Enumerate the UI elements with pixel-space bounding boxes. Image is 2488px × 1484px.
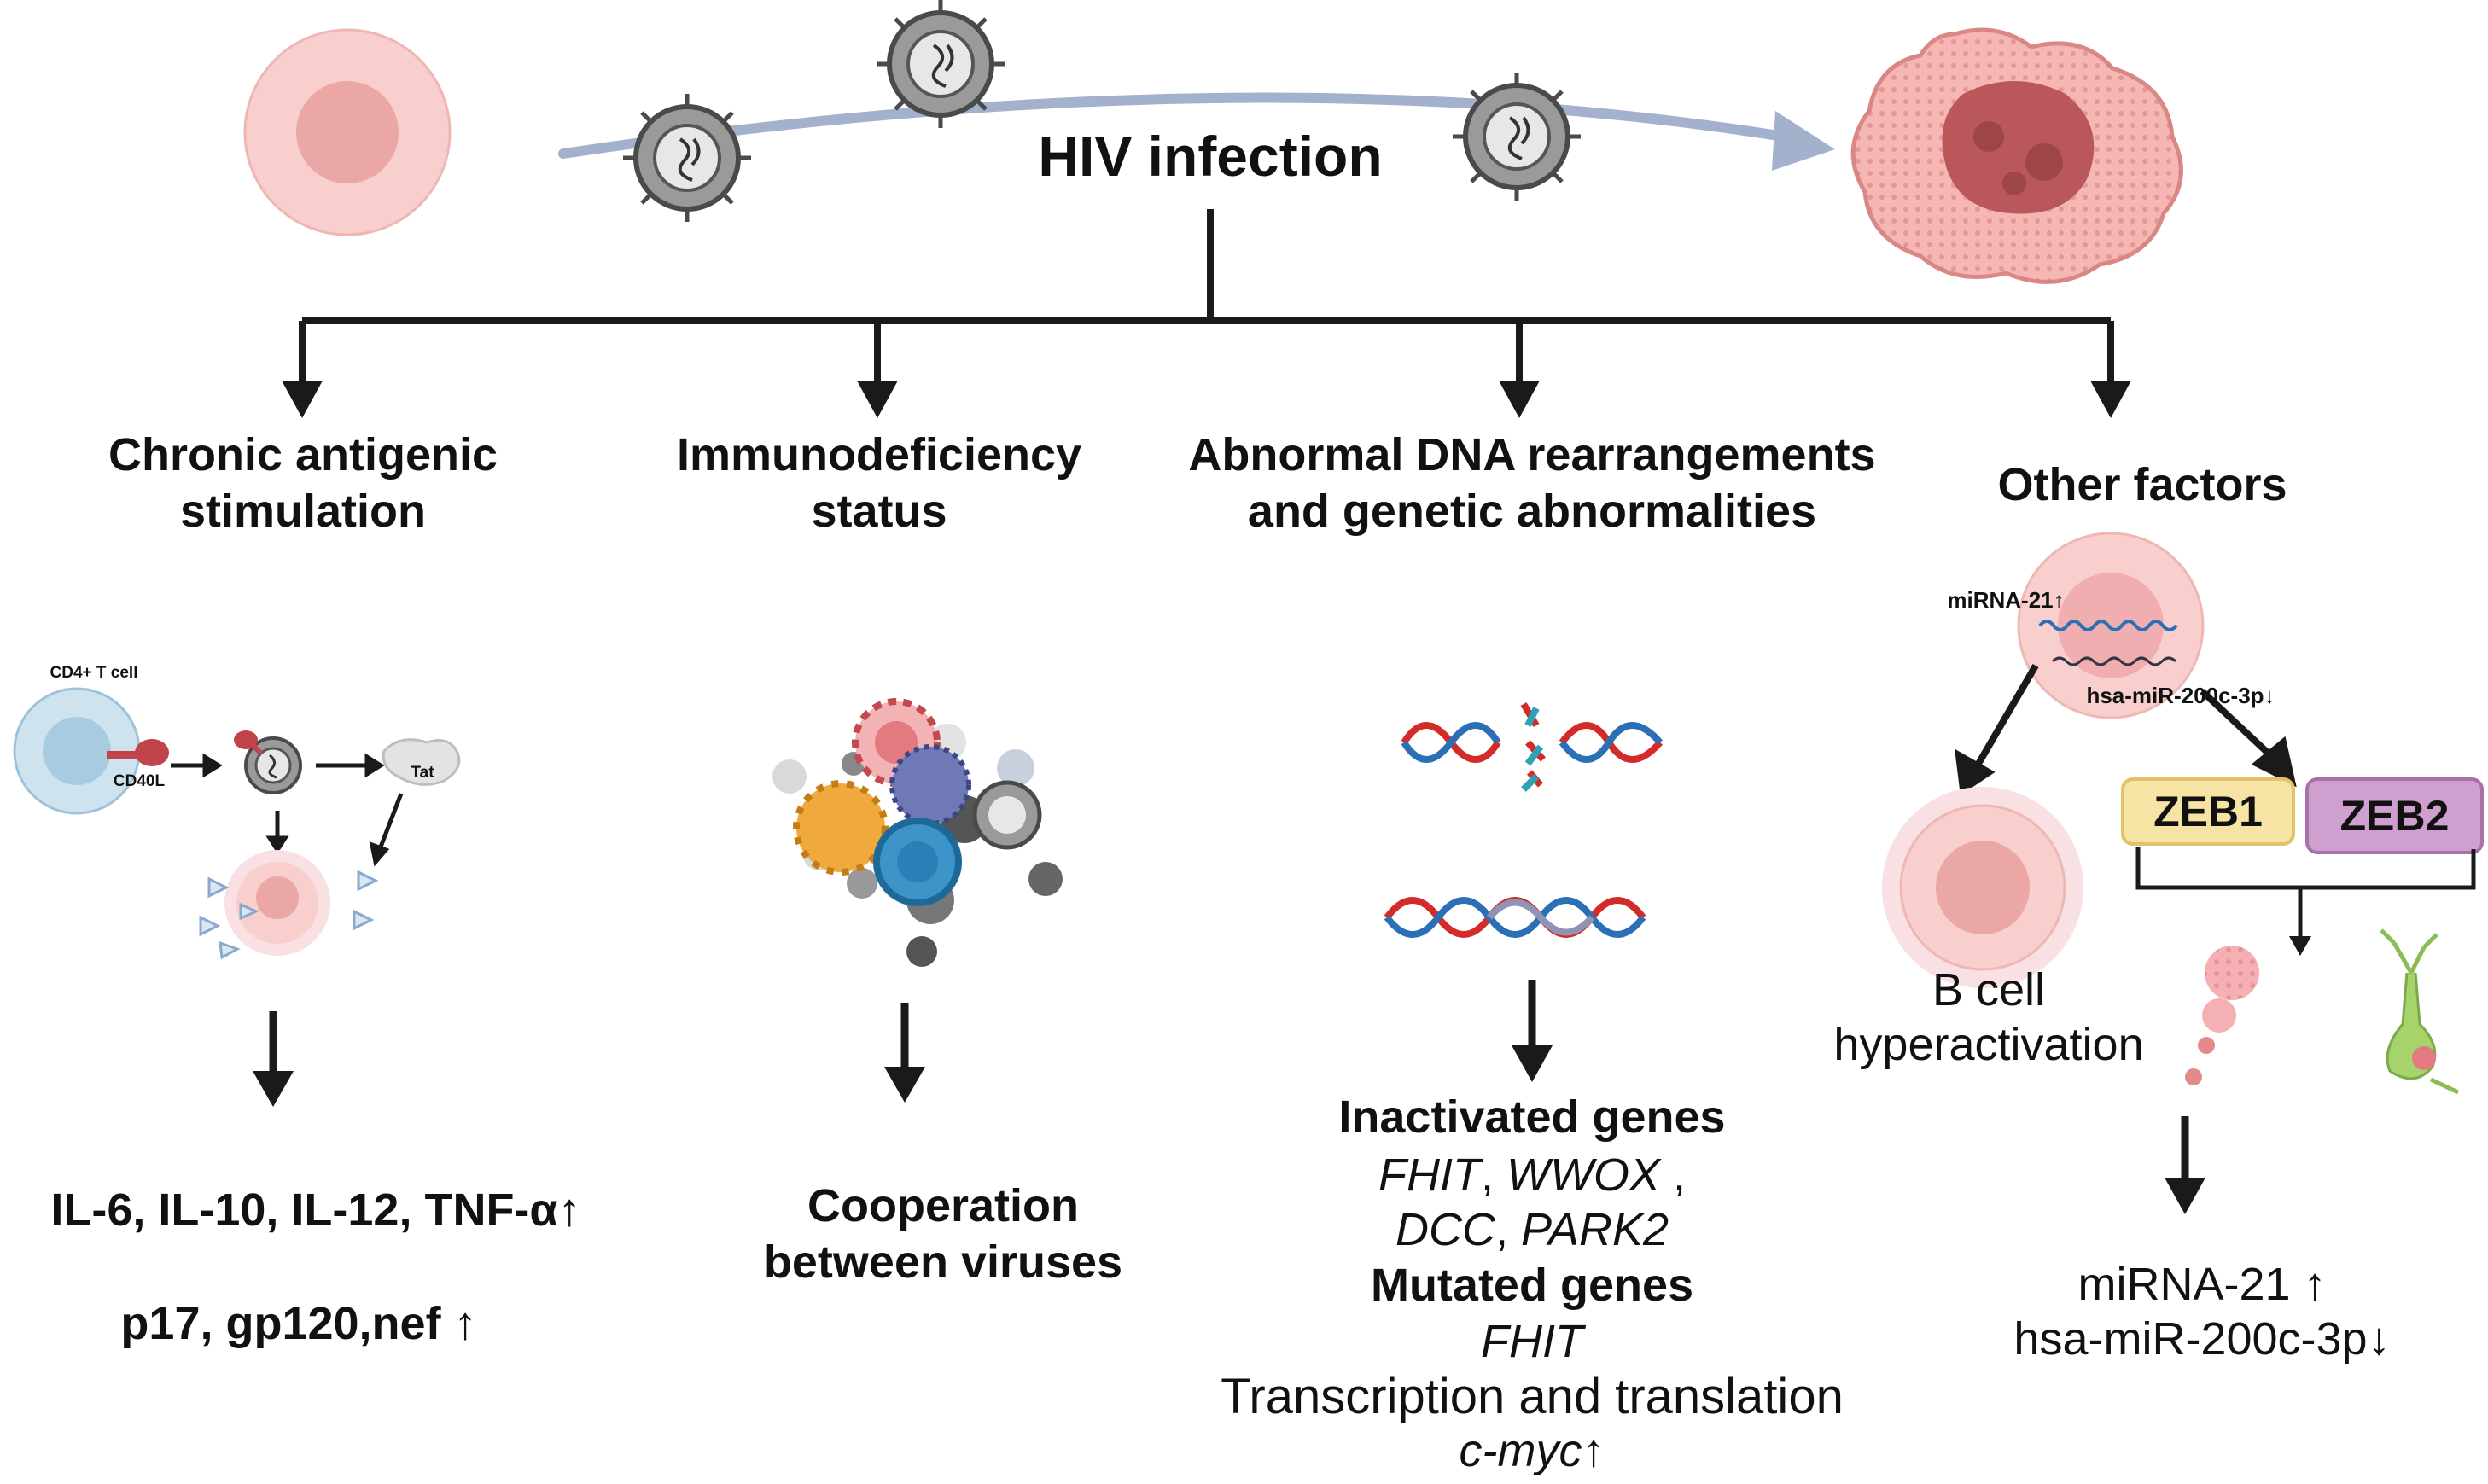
metastasis-icon: [2185, 946, 2259, 1085]
branch-heading-immuno: Immunodeficiency status: [623, 427, 1135, 539]
b-cell-label-line: B cell: [1932, 964, 2046, 1016]
healthy-t-cell: [243, 28, 452, 236]
zeb-bracket: [2135, 847, 2476, 939]
heading-line: stimulation: [179, 486, 426, 537]
inactivated-genes-title: Inactivated genes: [1338, 1091, 1726, 1143]
cancer-cell: [1850, 27, 2183, 284]
downward-arrow: [1512, 980, 1553, 1082]
cooperation-result: Cooperation between viruses: [683, 1178, 1203, 1290]
branch-connectors: [299, 209, 2114, 382]
zeb1-box: [2121, 777, 2295, 846]
branch-heading-chronic: Chronic antigenic stimulation: [34, 427, 572, 539]
heading-line: Chronic antigenic: [108, 429, 498, 480]
mirna-result: miRNA-21 ↑ hsa-miR-200c-3p↓: [1946, 1257, 2458, 1366]
infection-progression-arrow: [558, 92, 1835, 171]
viral-proteins-result: p17, gp120,nef ↑: [120, 1298, 477, 1349]
mutated-gene: FHIT: [1481, 1316, 1583, 1367]
virus-cluster-icon: [772, 698, 1063, 967]
inactivated-genes-line-1: FHIT, WWOX ,: [1378, 1149, 1686, 1201]
cytokine-triangles-icon: [199, 870, 379, 960]
cd40l-receptor: [107, 739, 169, 766]
page-title: HIV infection: [1038, 125, 1383, 188]
zeb-arrowhead: [2289, 936, 2311, 956]
branch-heading-other: Other factors: [1997, 459, 2287, 510]
cd40l-label: CD40L: [113, 772, 166, 790]
hiv-virion-small-icon: [234, 730, 302, 794]
zeb2-box: [2305, 777, 2484, 854]
b-cell-label-line: hyperactivation: [1833, 1019, 2144, 1070]
hsa-mir-label: hsa-miR-200c-3p↓: [2086, 683, 2275, 708]
result-line: Cooperation: [807, 1180, 1079, 1231]
inactivated-gene: DCC: [1395, 1204, 1496, 1255]
mirna-result-line: miRNA-21 ↑: [2077, 1259, 2327, 1310]
mirna-21-label: miRNA-21↑: [1947, 587, 2065, 613]
inactivated-gene: PARK2: [1521, 1204, 1669, 1255]
mirna-cell: [2017, 532, 2205, 719]
downward-arrow: [2165, 1116, 2205, 1214]
downward-arrow: [884, 1003, 925, 1103]
zeb2-label: ZEB2: [2339, 792, 2450, 840]
heading-line: and genetic abnormalities: [1247, 486, 1817, 537]
target-cell: [224, 850, 330, 956]
cytokines-result: IL-6, IL-10, IL-12, TNF-α↑: [50, 1184, 581, 1236]
heading-line: status: [811, 486, 947, 537]
inactivated-gene: WWOX: [1506, 1149, 1662, 1201]
inactivated-genes-line-2: DCC, PARK2: [1395, 1204, 1669, 1255]
cd4-t-cell-label: CD4+ T cell: [50, 664, 138, 682]
hiv-virion-icon: [1453, 73, 1581, 201]
inactivated-gene: FHIT: [1378, 1149, 1484, 1201]
transcription-title: Transcription and translation: [1221, 1369, 1844, 1424]
mutated-genes-title: Mutated genes: [1370, 1260, 1694, 1311]
broken-dna-icon: [1401, 701, 1664, 792]
b-cell-label: B cell hyperactivation: [1827, 963, 2151, 1072]
branch-heading-dna: Abnormal DNA rearrangements and genetic …: [1152, 427, 1912, 539]
small-arrows: [171, 753, 404, 867]
hiv-virion-icon: [623, 94, 751, 222]
branch-arrowheads: [282, 381, 2131, 418]
hiv-virion-icon: [877, 0, 1005, 128]
heading-line: Abnormal DNA rearrangements: [1188, 429, 1876, 480]
neuron-icon: [2380, 928, 2460, 1095]
zeb1-label: ZEB1: [2153, 788, 2263, 835]
rearranged-dna-icon: [1384, 897, 1646, 938]
cd4-t-cell: [13, 687, 141, 815]
diagonal-arrows: [1955, 663, 2297, 795]
downward-arrow: [253, 1011, 294, 1107]
b-cell: [1882, 787, 2083, 988]
result-line: between viruses: [763, 1237, 1123, 1288]
tat-label: Tat: [411, 764, 434, 782]
tat-protein-icon: [382, 738, 461, 786]
transcription-gene: c-myc↑: [1459, 1425, 1605, 1476]
heading-line: Immunodeficiency: [676, 429, 1082, 480]
mirna-result-line: hsa-miR-200c-3p↓: [2013, 1313, 2391, 1365]
